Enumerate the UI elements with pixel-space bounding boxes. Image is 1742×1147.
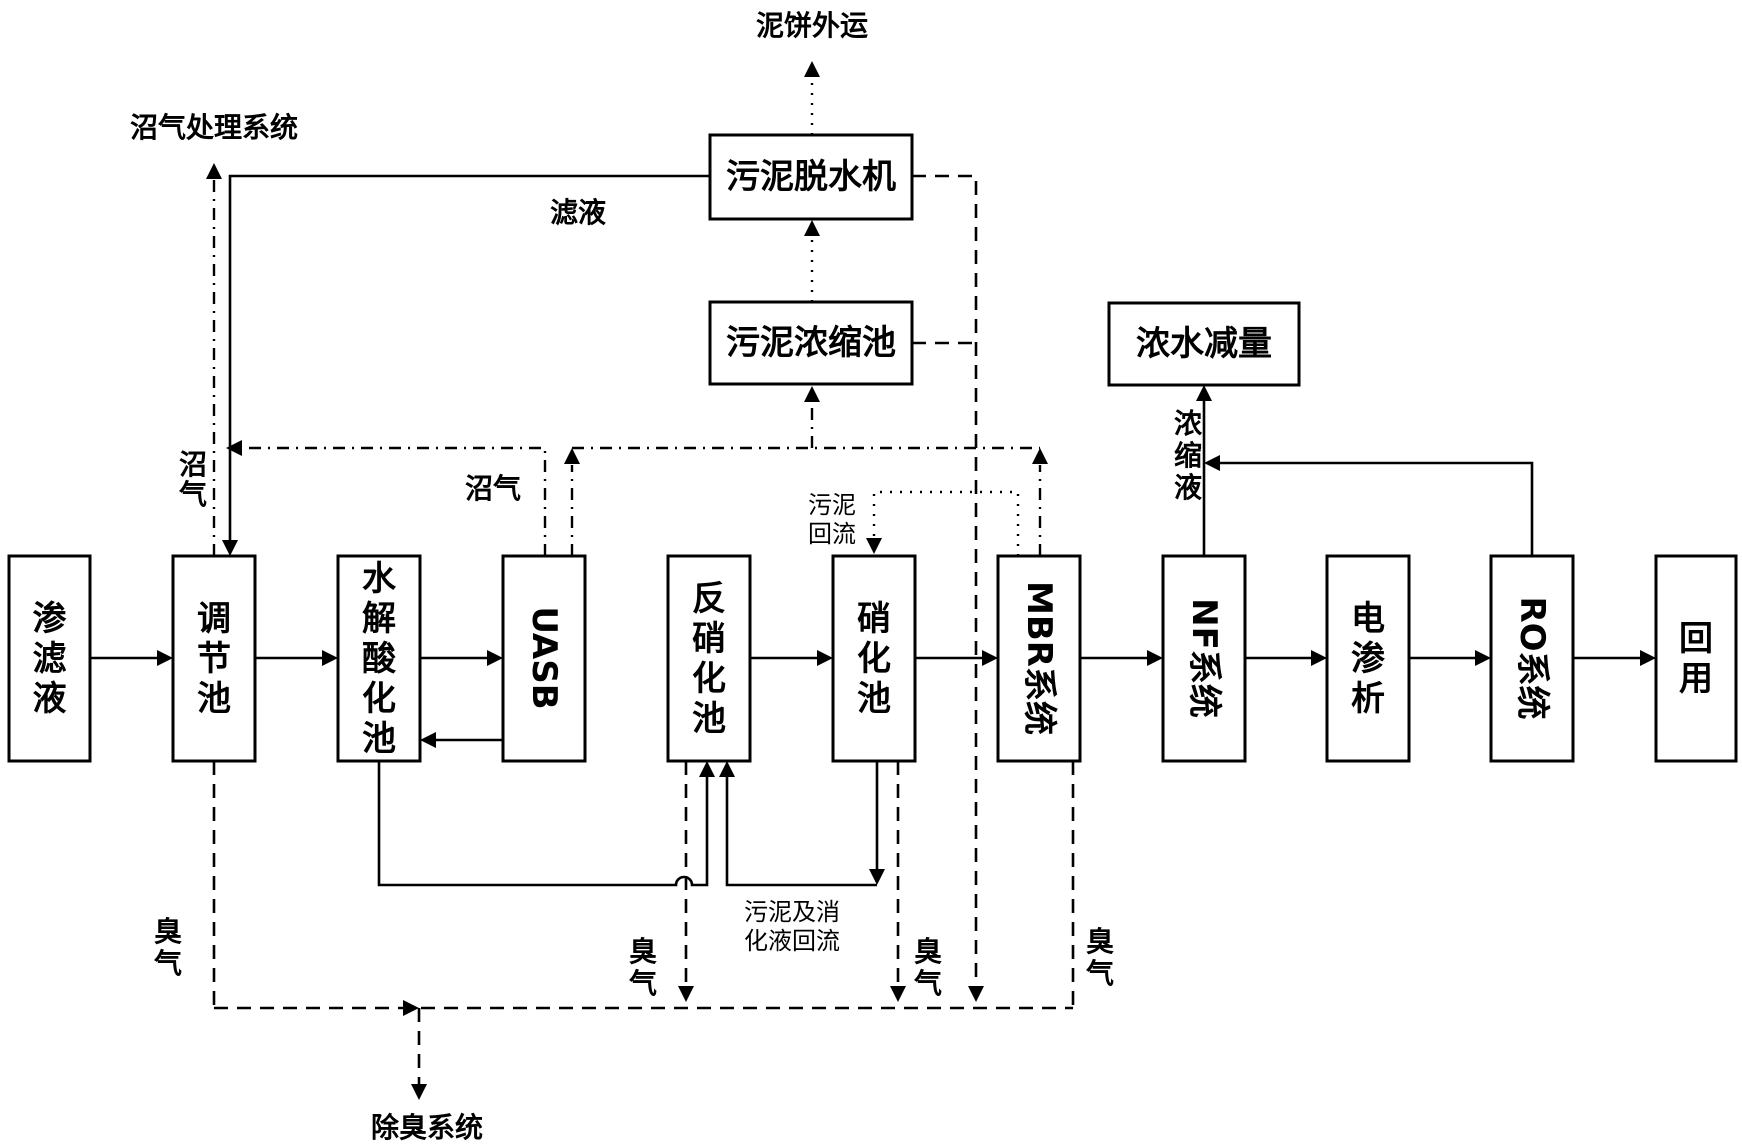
label-cake-out: 泥饼外运	[756, 9, 868, 42]
svg-text:NF系统: NF系统	[1184, 598, 1224, 718]
svg-text:污泥浓缩池: 污泥浓缩池	[726, 323, 896, 363]
svg-text:硝化池: 硝化池	[857, 599, 891, 719]
label-concentrate: 浓缩液	[1174, 407, 1203, 504]
odor-collection-line	[212, 761, 1075, 1100]
label-biogas-uasb: 沼气	[465, 472, 521, 505]
svg-text:反硝化池: 反硝化池	[692, 579, 726, 739]
box-reuse: 回用	[1654, 554, 1738, 763]
svg-text:回用: 回用	[1679, 619, 1713, 699]
label-sludge-nitrate-return: 污泥及消化液回流	[744, 898, 840, 955]
concentrate-lines	[1196, 385, 1534, 556]
label-filtrate: 滤液	[550, 196, 606, 229]
box-nitrification: 硝化池	[831, 554, 917, 763]
svg-text:污泥脱水机: 污泥脱水机	[726, 157, 896, 197]
svg-text:MBR系统: MBR系统	[1019, 581, 1059, 735]
svg-text:UASB: UASB	[524, 606, 564, 709]
bypass-and-return-lines	[377, 761, 885, 887]
label-biogas-system: 沼气处理系统	[130, 111, 298, 144]
main-flow-arrows	[90, 650, 1656, 748]
box-concentrate-reduction: 浓水减量	[1107, 301, 1301, 387]
box-hydrolysis-acidification: 水解酸化池	[336, 554, 422, 763]
box-sludge-thickening: 污泥浓缩池	[708, 300, 914, 386]
filtrate-return-line	[222, 174, 710, 556]
box-mbr-system: MBR系统	[996, 554, 1082, 763]
label-odor-1: 臭气	[153, 915, 182, 980]
svg-text:水解酸化池: 水解酸化池	[362, 559, 397, 759]
box-equalization-tank: 调节池	[171, 554, 257, 763]
label-odor-2: 臭气	[628, 935, 657, 1000]
label-odor-4: 臭气	[1085, 925, 1114, 990]
svg-text:调节池: 调节池	[197, 599, 231, 719]
label-biogas-left: 沼气	[178, 448, 207, 511]
svg-text:电渗析: 电渗析	[1351, 599, 1386, 719]
biogas-lines	[206, 61, 1048, 556]
box-nf-system: NF系统	[1161, 554, 1247, 763]
svg-text:渗滤液: 渗滤液	[33, 599, 68, 719]
label-sludge-return: 污泥回流	[808, 491, 856, 548]
box-sludge-dewatering: 污泥脱水机	[708, 133, 914, 221]
box-ro-system: RO系统	[1489, 554, 1575, 763]
svg-text:RO系统: RO系统	[1512, 596, 1552, 719]
sludge-return-line	[866, 490, 1020, 556]
box-uasb: UASB	[501, 554, 587, 763]
sludge-dashed-lines	[678, 174, 984, 1002]
svg-text:浓水减量: 浓水减量	[1136, 324, 1272, 364]
box-electrodialysis: 电渗析	[1325, 554, 1411, 763]
label-odor-3: 臭气	[913, 935, 942, 1000]
box-seepage: 渗滤液	[7, 554, 92, 763]
label-deodor-system: 除臭系统	[371, 1111, 483, 1144]
box-denitrification: 反硝化池	[666, 554, 752, 763]
